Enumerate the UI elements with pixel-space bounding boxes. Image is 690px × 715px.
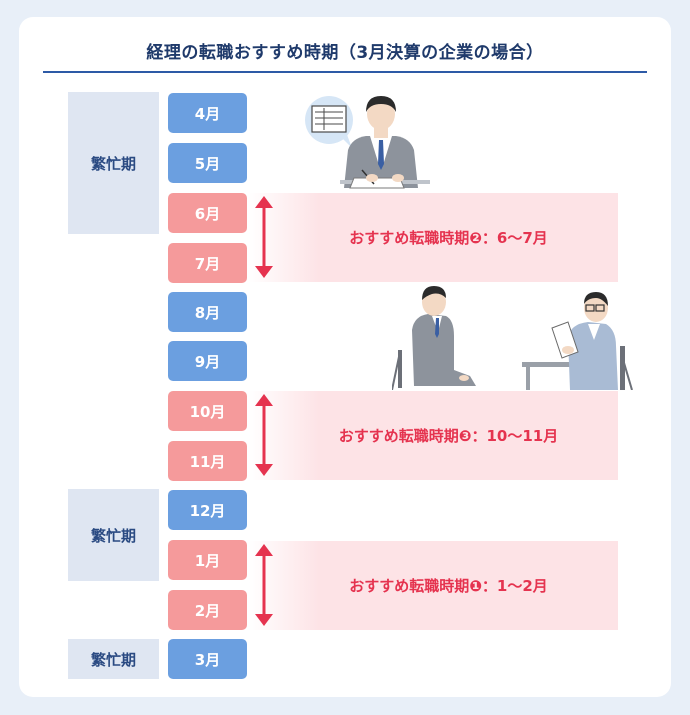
- month-may: 5月: [168, 143, 247, 183]
- recommend-band-1: おすすめ転職時期❶：1〜2月: [249, 541, 618, 630]
- month-oct: 10月: [168, 391, 247, 431]
- month-nov: 11月: [168, 441, 247, 481]
- page-title: 経理の転職おすすめ時期（3月決算の企業の場合）: [146, 43, 544, 63]
- month-aug: 8月: [168, 292, 247, 332]
- month-jan: 1月: [168, 540, 247, 580]
- month-mar: 3月: [168, 639, 247, 679]
- month-sep: 9月: [168, 341, 247, 381]
- month-jul: 7月: [168, 243, 247, 283]
- recommend-band-2: おすすめ転職時期❷：6〜7月: [249, 193, 618, 282]
- month-apr: 4月: [168, 93, 247, 133]
- month-feb: 2月: [168, 590, 247, 630]
- month-dec: 12月: [168, 490, 247, 530]
- title-underline: [43, 71, 647, 73]
- busy-season-label-2: 繁忙期: [68, 489, 159, 581]
- busy-season-label-1: 繁忙期: [68, 92, 159, 234]
- recommend-band-3: おすすめ転職時期❸：10〜11月: [249, 391, 618, 480]
- job-interview-illustration: [392, 286, 633, 390]
- office-worker-at-desk-illustration: [305, 96, 430, 189]
- busy-season-label-3: 繁忙期: [68, 639, 159, 679]
- month-jun: 6月: [168, 193, 247, 233]
- range-arrow-icon: [255, 394, 273, 476]
- range-arrow-icon: [255, 196, 273, 278]
- range-arrow-icon: [255, 544, 273, 626]
